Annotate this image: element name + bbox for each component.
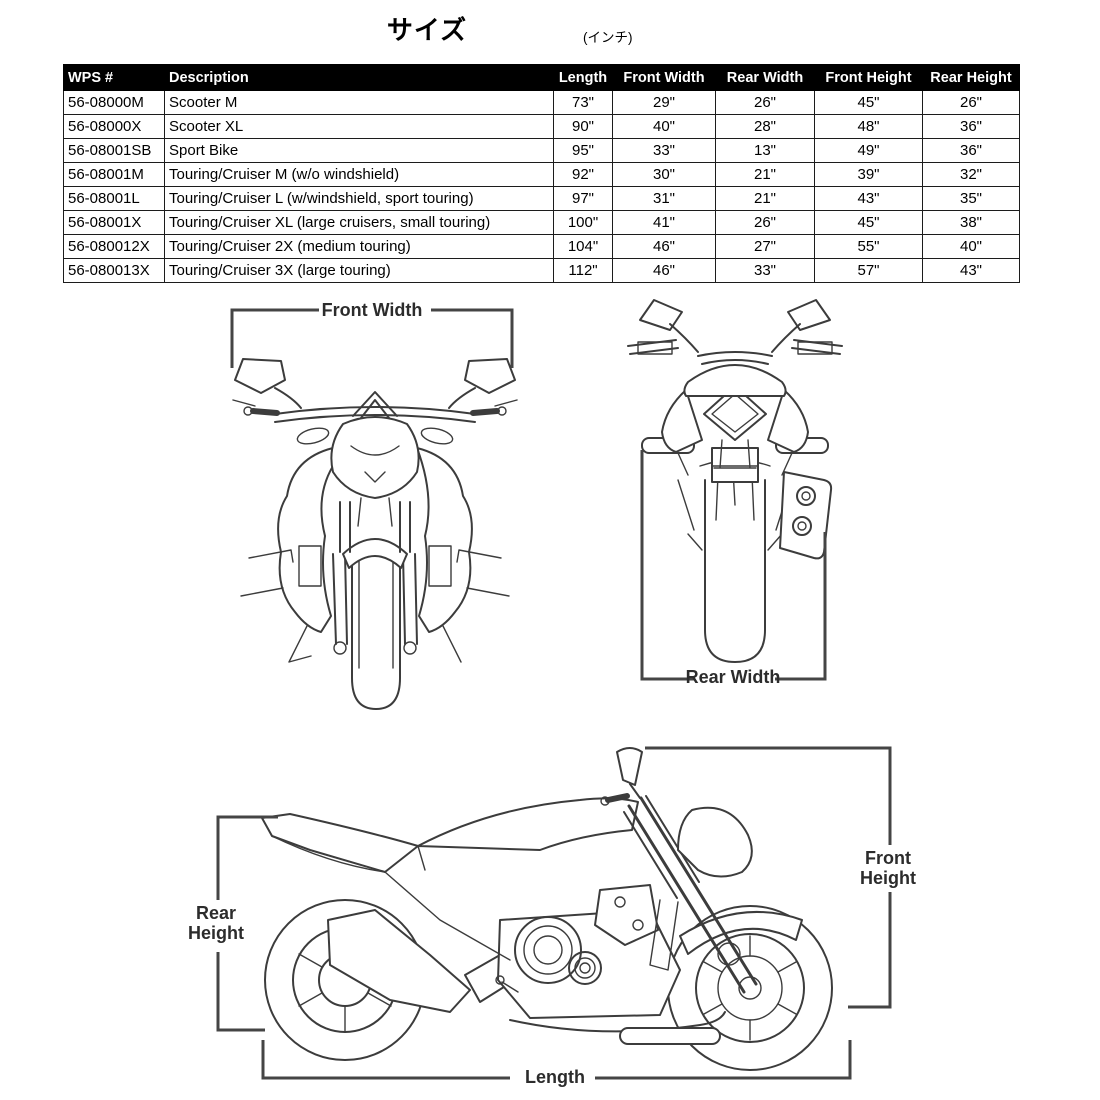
front-width-bracket <box>230 308 514 368</box>
cell-wps: 56-08000X <box>63 114 165 139</box>
cell-front-width: 41" <box>612 210 716 235</box>
cell-wps: 56-08001M <box>63 162 165 187</box>
front-height-bracket <box>645 746 892 1009</box>
cell-description: Touring/Cruiser M (w/o windshield) <box>164 162 554 187</box>
cell-length: 112" <box>553 258 613 283</box>
cell-rear-width: 33" <box>715 258 815 283</box>
cell-front-height: 43" <box>814 186 923 211</box>
cell-wps: 56-08001L <box>63 186 165 211</box>
cell-rear-height: 40" <box>922 234 1020 259</box>
motorcycle-front-view-drawing <box>230 308 518 710</box>
cell-description: Scooter M <box>164 90 554 115</box>
col-header-description: Description <box>164 64 554 91</box>
cell-rear-height: 26" <box>922 90 1020 115</box>
cell-front-height: 39" <box>814 162 923 187</box>
cell-length: 100" <box>553 210 613 235</box>
cell-length: 92" <box>553 162 613 187</box>
size-table: WPS # Description Length Front Width Rea… <box>63 64 1020 283</box>
cell-length: 97" <box>553 186 613 211</box>
cell-front-width: 46" <box>612 258 716 283</box>
cell-rear-width: 26" <box>715 90 815 115</box>
cell-description: Touring/Cruiser 2X (medium touring) <box>164 234 554 259</box>
cell-description: Touring/Cruiser 3X (large touring) <box>164 258 554 283</box>
rear-view-bike-art <box>627 299 843 663</box>
cell-description: Touring/Cruiser XL (large cruisers, smal… <box>164 210 554 235</box>
cell-front-width: 33" <box>612 138 716 163</box>
front-view-bike-art <box>232 358 518 710</box>
cell-wps: 56-08001SB <box>63 138 165 163</box>
cell-front-height: 55" <box>814 234 923 259</box>
col-header-front-width: Front Width <box>612 64 716 91</box>
cell-front-height: 57" <box>814 258 923 283</box>
cell-front-width: 40" <box>612 114 716 139</box>
table-row: 56-08001M Touring/Cruiser M (w/o windshi… <box>63 162 1020 187</box>
col-header-front-height: Front Height <box>814 64 923 91</box>
col-header-rear-height: Rear Height <box>922 64 1020 91</box>
cell-wps: 56-08001X <box>63 210 165 235</box>
cell-rear-height: 36" <box>922 114 1020 139</box>
front-height-label: Front Height <box>860 848 916 889</box>
cell-length: 104" <box>553 234 613 259</box>
cell-front-height: 45" <box>814 90 923 115</box>
page-title: サイズ <box>386 15 468 45</box>
cell-length: 90" <box>553 114 613 139</box>
table-row: 56-08000X Scooter XL 90" 40" 28" 48" 36" <box>63 114 1020 139</box>
cell-description: Scooter XL <box>164 114 554 139</box>
cell-rear-height: 38" <box>922 210 1020 235</box>
cell-rear-width: 21" <box>715 162 815 187</box>
rear-width-bracket <box>640 450 827 681</box>
table-row: 56-080013X Touring/Cruiser 3X (large tou… <box>63 258 1020 283</box>
page-title-unit: (インチ) <box>583 30 633 45</box>
cell-length: 73" <box>553 90 613 115</box>
rear-height-label: Rear Height <box>188 903 244 944</box>
motorcycle-rear-view-drawing <box>627 299 843 681</box>
cell-front-height: 49" <box>814 138 923 163</box>
cell-front-width: 30" <box>612 162 716 187</box>
table-row: 56-08001X Touring/Cruiser XL (large crui… <box>63 210 1020 235</box>
cell-rear-width: 27" <box>715 234 815 259</box>
cell-rear-width: 13" <box>715 138 815 163</box>
cell-rear-width: 28" <box>715 114 815 139</box>
table-row: 56-08001L Touring/Cruiser L (w/windshiel… <box>63 186 1020 211</box>
cell-front-height: 48" <box>814 114 923 139</box>
cell-description: Touring/Cruiser L (w/windshield, sport t… <box>164 186 554 211</box>
cell-description: Sport Bike <box>164 138 554 163</box>
table-row: 56-08001SB Sport Bike 95" 33" 13" 49" 36… <box>63 138 1020 163</box>
cell-rear-width: 26" <box>715 210 815 235</box>
cell-front-width: 29" <box>612 90 716 115</box>
length-label: Length <box>525 1067 585 1087</box>
table-header-row: WPS # Description Length Front Width Rea… <box>63 64 1020 91</box>
col-header-wps: WPS # <box>63 64 165 91</box>
col-header-length: Length <box>553 64 613 91</box>
side-view-bike-art <box>261 747 833 1071</box>
cell-front-height: 45" <box>814 210 923 235</box>
front-width-label: Front Width <box>321 300 423 320</box>
motorcycle-side-view-drawing <box>216 746 892 1080</box>
cell-rear-height: 36" <box>922 138 1020 163</box>
rear-width-label: Rear Width <box>685 667 781 687</box>
cell-length: 95" <box>553 138 613 163</box>
cell-rear-height: 32" <box>922 162 1020 187</box>
cell-wps: 56-08000M <box>63 90 165 115</box>
cell-front-width: 31" <box>612 186 716 211</box>
col-header-rear-width: Rear Width <box>715 64 815 91</box>
cell-front-width: 46" <box>612 234 716 259</box>
cell-wps: 56-080012X <box>63 234 165 259</box>
cell-rear-height: 35" <box>922 186 1020 211</box>
cell-rear-height: 43" <box>922 258 1020 283</box>
length-bracket <box>261 1040 852 1080</box>
cell-rear-width: 21" <box>715 186 815 211</box>
table-row: 56-080012X Touring/Cruiser 2X (medium to… <box>63 234 1020 259</box>
cell-wps: 56-080013X <box>63 258 165 283</box>
rear-height-bracket <box>216 815 278 1032</box>
table-row: 56-08000M Scooter M 73" 29" 26" 45" 26" <box>63 90 1020 115</box>
